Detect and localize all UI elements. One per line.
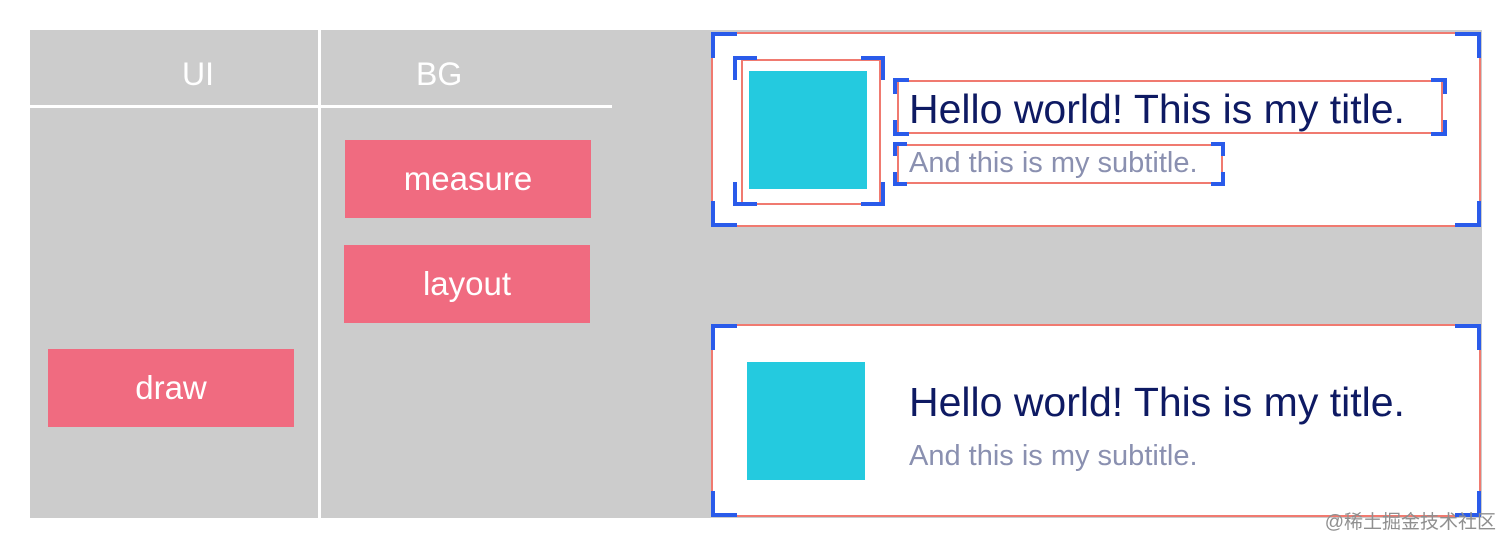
title-corner-bottom-left bbox=[893, 120, 909, 136]
card-title: Hello world! This is my title. bbox=[909, 86, 1405, 132]
title-corner-top-right bbox=[1431, 78, 1447, 94]
card-corner-bottom-left bbox=[711, 201, 737, 227]
card-corner-top-right bbox=[1455, 32, 1481, 58]
card-corner-top-right bbox=[1455, 324, 1481, 350]
thumbnail bbox=[747, 362, 865, 480]
subtitle-corner-top-left bbox=[893, 142, 907, 156]
card-subtitle: And this is my subtitle. bbox=[909, 147, 1198, 179]
title-corner-top-left bbox=[893, 78, 909, 94]
ui-column-header: UI bbox=[182, 56, 214, 92]
thumbnail-corner-top-right bbox=[861, 56, 885, 80]
subtitle-corner-top-right bbox=[1211, 142, 1225, 156]
card-title: Hello world! This is my title. bbox=[909, 379, 1405, 425]
card-corner-top-left bbox=[711, 324, 737, 350]
header-divider bbox=[30, 105, 612, 108]
card-corner-bottom-right bbox=[1455, 491, 1481, 517]
measure-task: measure bbox=[345, 140, 591, 218]
thumbnail-corner-bottom-right bbox=[861, 182, 885, 206]
card-corner-bottom-left bbox=[711, 491, 737, 517]
thumbnail-corner-bottom-left bbox=[733, 182, 757, 206]
thumbnail bbox=[749, 71, 867, 189]
watermark: @稀土掘金技术社区 bbox=[1324, 512, 1496, 533]
title-outline bbox=[897, 80, 1443, 134]
annotated-card: Hello world! This is my title. And this … bbox=[711, 32, 1481, 227]
card-subtitle: And this is my subtitle. bbox=[909, 440, 1198, 472]
card-corner-bottom-right bbox=[1455, 201, 1481, 227]
card-corner-top-left bbox=[711, 32, 737, 58]
bg-column-header: BG bbox=[416, 56, 463, 92]
draw-task: draw bbox=[48, 349, 294, 427]
thumbnail-outline bbox=[741, 59, 881, 205]
subtitle-outline bbox=[897, 144, 1223, 184]
final-card: Hello world! This is my title. And this … bbox=[711, 324, 1481, 517]
subtitle-corner-bottom-left bbox=[893, 172, 907, 186]
layout-task: layout bbox=[344, 245, 590, 323]
column-divider bbox=[318, 30, 321, 518]
title-corner-bottom-right bbox=[1431, 120, 1447, 136]
subtitle-corner-bottom-right bbox=[1211, 172, 1225, 186]
thumbnail-corner-top-left bbox=[733, 56, 757, 80]
